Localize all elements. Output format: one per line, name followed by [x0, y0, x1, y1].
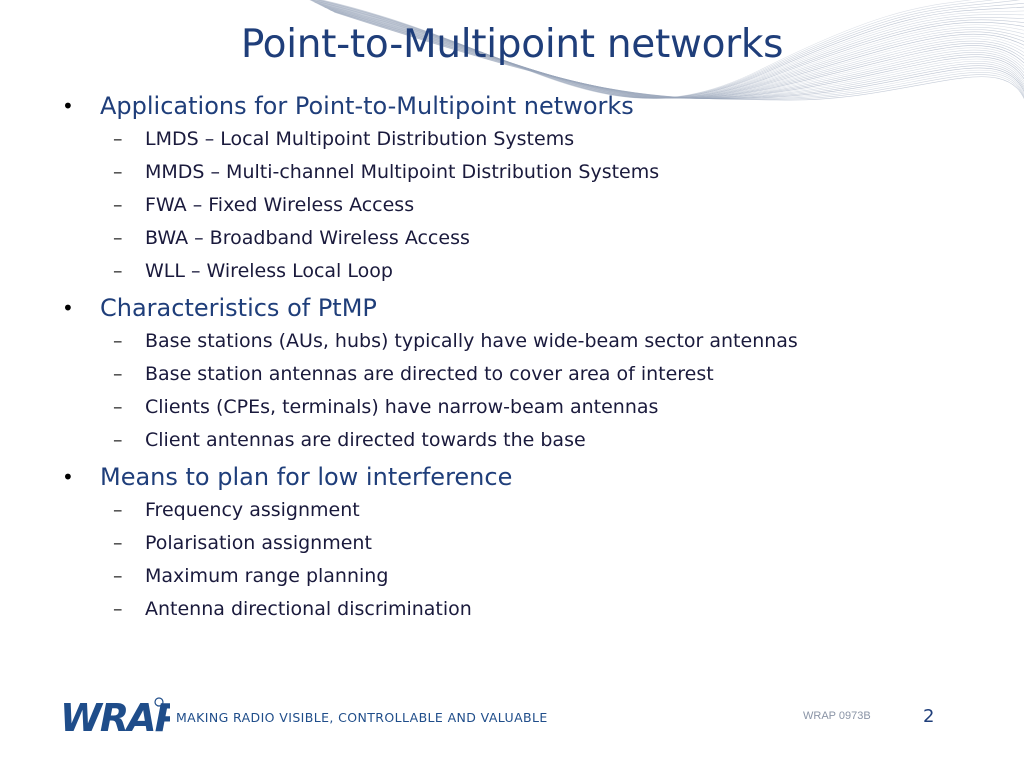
sub-bullet-list: –Base stations (AUs, hubs) typically hav… — [62, 325, 982, 457]
sub-bullet: –FWA – Fixed Wireless Access — [62, 189, 982, 222]
sub-bullet-text: Maximum range planning — [145, 565, 389, 587]
section-applications: • Applications for Point-to-Multipoint n… — [62, 90, 982, 288]
sub-bullet-list: –LMDS – Local Multipoint Distribution Sy… — [62, 123, 982, 288]
bullet-dot-icon: • — [62, 94, 74, 118]
section-characteristics: • Characteristics of PtMP –Base stations… — [62, 292, 982, 457]
slide-title: Point-to-Multipoint networks — [240, 22, 784, 67]
sub-bullet: –WLL – Wireless Local Loop — [62, 255, 982, 288]
dash-icon: – — [113, 565, 123, 587]
dash-icon: – — [113, 499, 123, 521]
dash-icon: – — [113, 128, 123, 150]
bullet-heading-text: Applications for Point-to-Multipoint net… — [100, 92, 634, 120]
sub-bullet-text: Clients (CPEs, terminals) have narrow-be… — [145, 396, 659, 418]
sub-bullet: –MMDS – Multi-channel Multipoint Distrib… — [62, 156, 982, 189]
dash-icon: – — [113, 598, 123, 620]
sub-bullet: –BWA – Broadband Wireless Access — [62, 222, 982, 255]
bullet-dot-icon: • — [62, 296, 74, 320]
sub-bullet-text: Base stations (AUs, hubs) typically have… — [145, 330, 798, 352]
dash-icon: – — [113, 260, 123, 282]
sub-bullet-text: Antenna directional discrimination — [145, 598, 472, 620]
wrap-logo: WRAP — [60, 696, 170, 735]
slide-content: • Applications for Point-to-Multipoint n… — [62, 88, 982, 630]
sub-bullet-text: LMDS – Local Multipoint Distribution Sys… — [145, 128, 575, 150]
bullet-heading-text: Characteristics of PtMP — [100, 294, 377, 322]
dash-icon: – — [113, 194, 123, 216]
document-code: WRAP 0973B — [803, 710, 871, 722]
sub-bullet: –Polarisation assignment — [62, 527, 982, 560]
page-number: 2 — [923, 706, 935, 727]
sub-bullet: –LMDS – Local Multipoint Distribution Sy… — [62, 123, 982, 156]
sub-bullet-text: Polarisation assignment — [145, 532, 372, 554]
logo-text: WRAP — [60, 696, 170, 735]
registered-mark-icon — [154, 697, 164, 707]
sub-bullet-text: Client antennas are directed towards the… — [145, 429, 586, 451]
bullet-heading: • Characteristics of PtMP — [62, 292, 982, 325]
sub-bullet-text: WLL – Wireless Local Loop — [145, 260, 393, 282]
dash-icon: – — [113, 429, 123, 451]
sub-bullet: –Maximum range planning — [62, 560, 982, 593]
sub-bullet: –Base stations (AUs, hubs) typically hav… — [62, 325, 982, 358]
section-interference: • Means to plan for low interference –Fr… — [62, 461, 982, 626]
sub-bullet: –Antenna directional discrimination — [62, 593, 982, 626]
sub-bullet-text: Base station antennas are directed to co… — [145, 363, 714, 385]
dash-icon: – — [113, 532, 123, 554]
dash-icon: – — [113, 396, 123, 418]
sub-bullet-text: BWA – Broadband Wireless Access — [145, 227, 470, 249]
sub-bullet-text: Frequency assignment — [145, 499, 360, 521]
dash-icon: – — [113, 330, 123, 352]
sub-bullet: –Client antennas are directed towards th… — [62, 424, 982, 457]
sub-bullet: –Base station antennas are directed to c… — [62, 358, 982, 391]
footer-tagline: MAKING RADIO VISIBLE, CONTROLLABLE AND V… — [176, 710, 548, 725]
sub-bullet-list: –Frequency assignment –Polarisation assi… — [62, 494, 982, 626]
bullet-heading-text: Means to plan for low interference — [100, 463, 513, 491]
dash-icon: – — [113, 161, 123, 183]
bullet-dot-icon: • — [62, 465, 74, 489]
sub-bullet: –Clients (CPEs, terminals) have narrow-b… — [62, 391, 982, 424]
bullet-heading: • Applications for Point-to-Multipoint n… — [62, 90, 982, 123]
dash-icon: – — [113, 227, 123, 249]
dash-icon: – — [113, 363, 123, 385]
sub-bullet-text: MMDS – Multi-channel Multipoint Distribu… — [145, 161, 660, 183]
bullet-heading: • Means to plan for low interference — [62, 461, 982, 494]
sub-bullet: –Frequency assignment — [62, 494, 982, 527]
sub-bullet-text: FWA – Fixed Wireless Access — [145, 194, 415, 216]
